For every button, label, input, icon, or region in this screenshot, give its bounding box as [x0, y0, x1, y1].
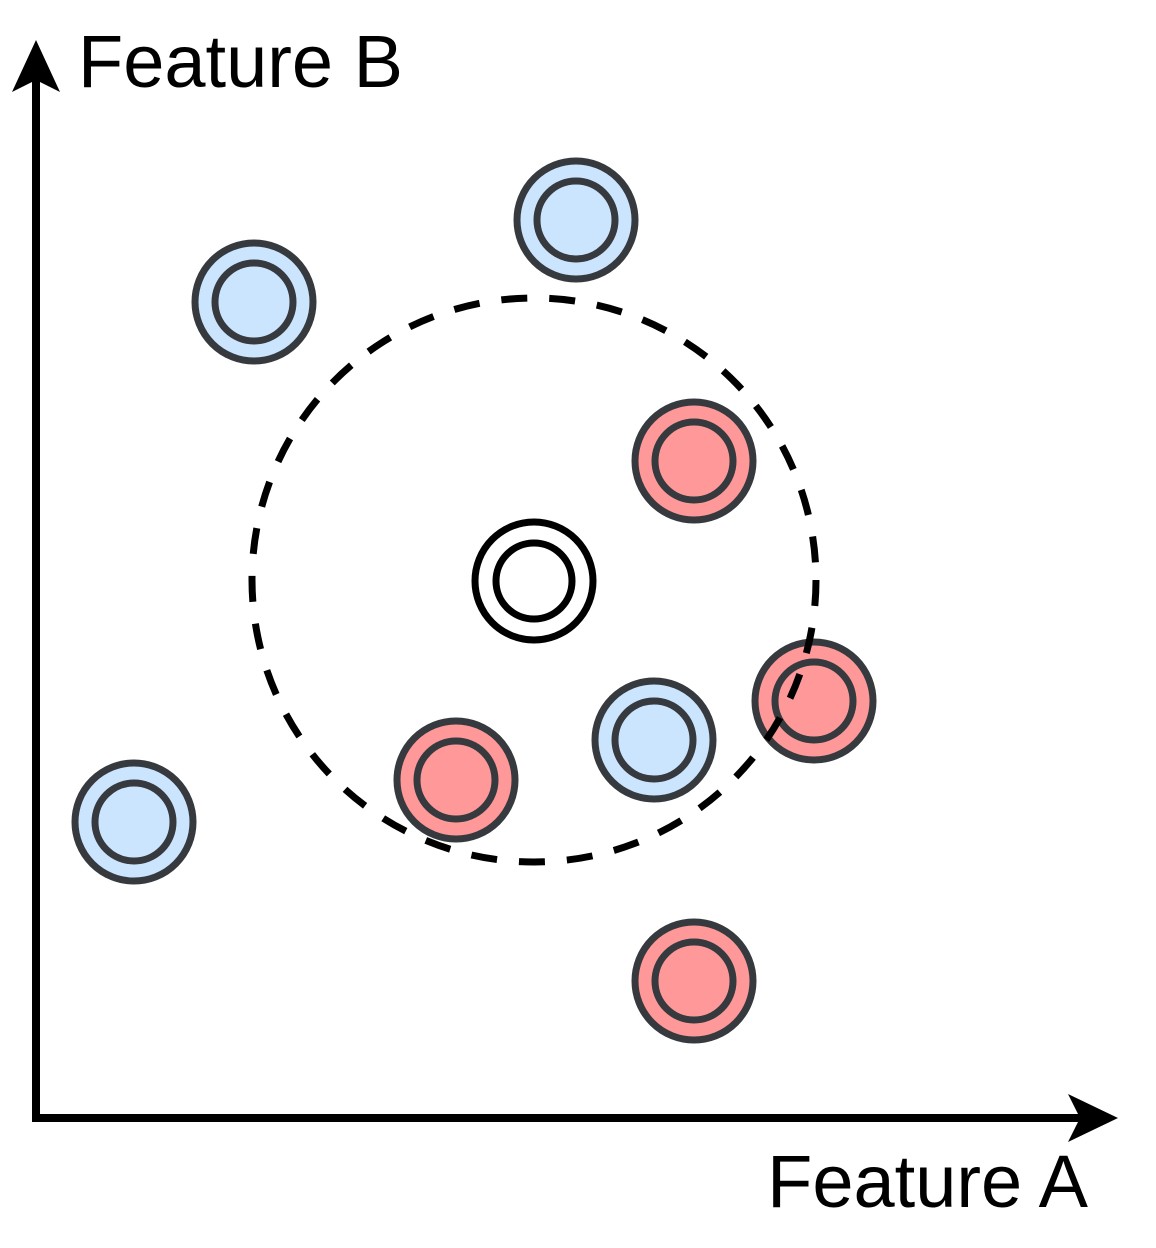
x-axis-label: Feature A [767, 1140, 1089, 1223]
x-axis-arrow-icon [1068, 1094, 1118, 1142]
data-point-blue [71, 759, 197, 885]
data-point-red [631, 918, 757, 1044]
point-inner-ring [91, 779, 177, 865]
point-inner-ring [611, 697, 697, 783]
point-inner-ring [651, 418, 737, 504]
point-inner-ring [771, 658, 857, 744]
data-point-blue [191, 239, 317, 365]
point-inner-ring [651, 938, 737, 1024]
point-inner-ring [211, 259, 297, 345]
data-point-red [393, 717, 519, 843]
data-points [71, 157, 877, 1044]
data-point-red [631, 398, 757, 524]
y-axis-arrow-icon [12, 40, 60, 92]
data-point-red [751, 638, 877, 764]
query-point [471, 518, 597, 644]
neighborhood-circle [248, 294, 820, 866]
axes [12, 40, 1118, 1142]
query-inner-ring [492, 539, 576, 623]
data-point-blue [591, 677, 717, 803]
data-point-blue [513, 157, 639, 283]
point-inner-ring [533, 177, 619, 263]
y-axis-label: Feature B [78, 20, 403, 103]
point-inner-ring [413, 737, 499, 823]
